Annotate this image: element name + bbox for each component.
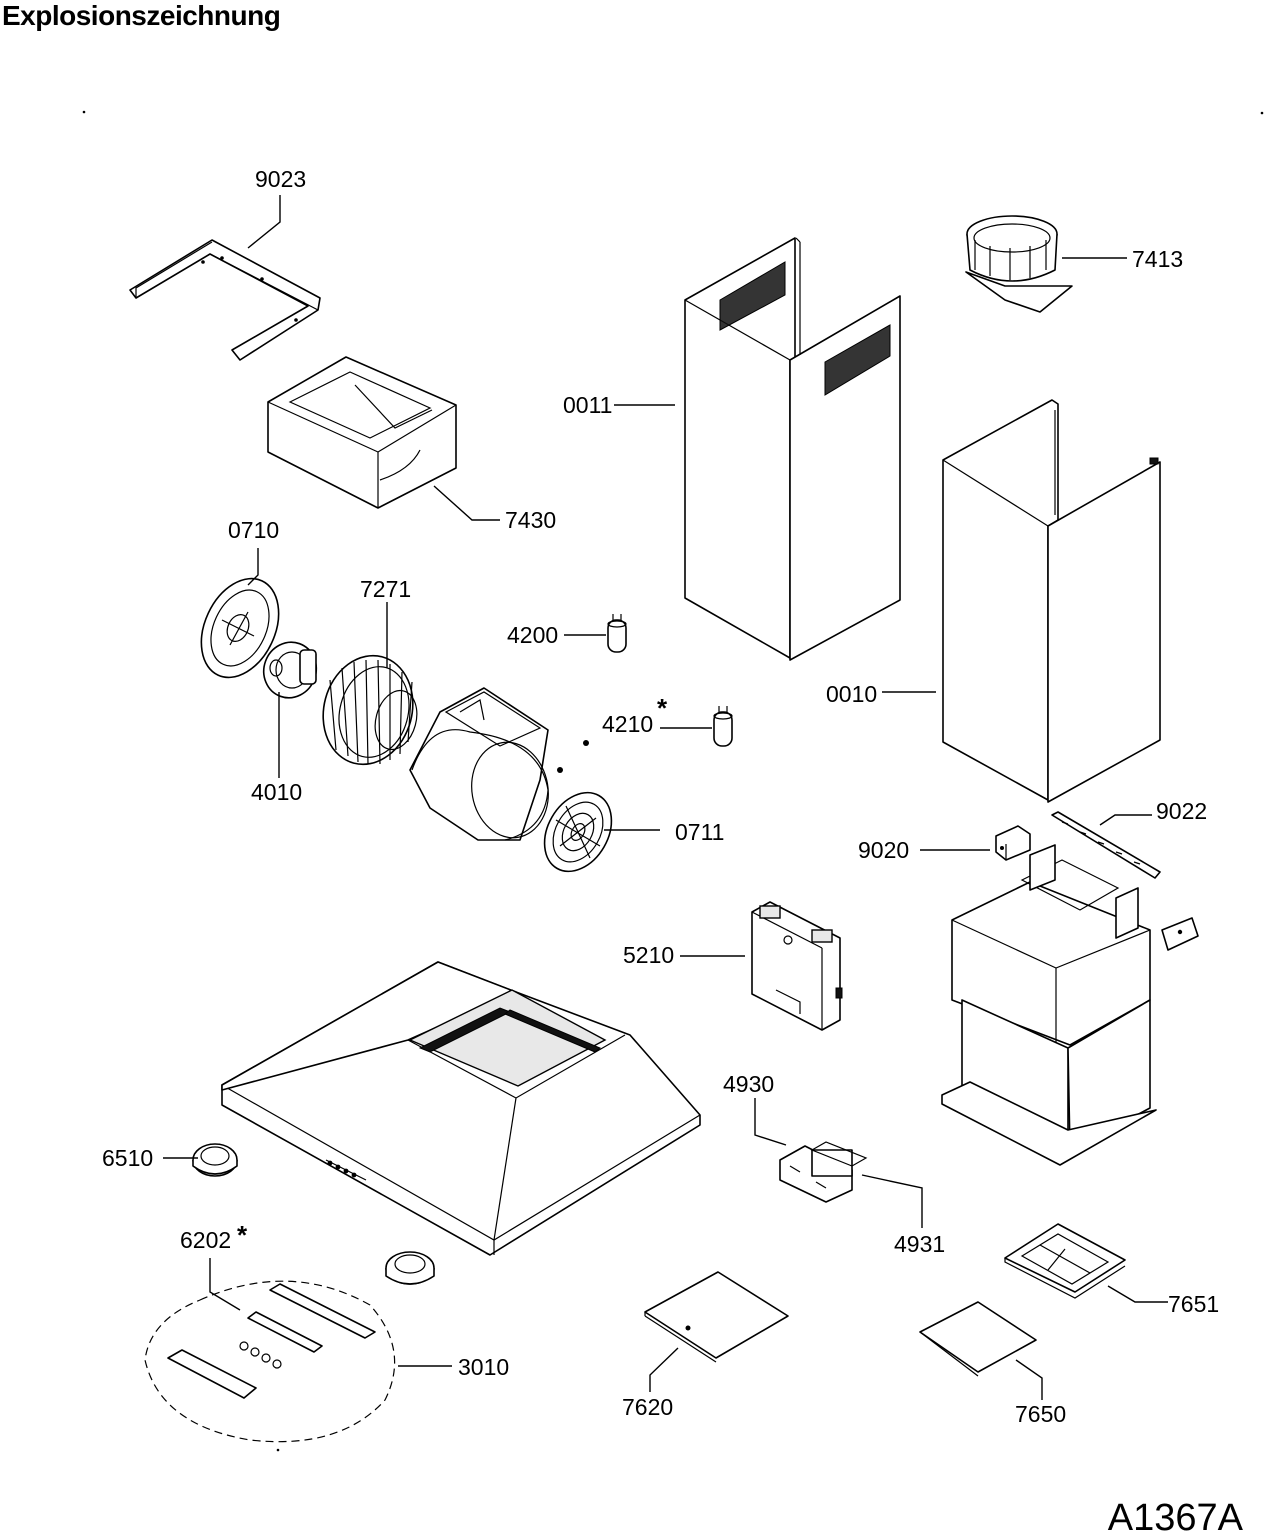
label-9020: 9020 <box>858 837 909 863</box>
label-7650: 7650 <box>1015 1401 1066 1427</box>
drawing-id: A1367A <box>1107 1497 1243 1539</box>
part-hood-body <box>221 961 701 1256</box>
label-7620: 7620 <box>622 1394 673 1420</box>
part-0011-upper-chimney <box>684 237 901 661</box>
part-6510-knob <box>192 1143 238 1177</box>
label-4010: 4010 <box>251 779 302 805</box>
label-9022: 9022 <box>1156 798 1207 824</box>
label-0011: 0011 <box>563 392 612 418</box>
part-9020-clip <box>995 825 1031 861</box>
part-4200-capacitor <box>607 614 627 653</box>
label-7430: 7430 <box>505 507 556 533</box>
label-7413: 7413 <box>1132 246 1183 272</box>
part-0710-motor-plate <box>200 577 280 679</box>
leader-lines <box>163 195 1168 1400</box>
part-knob-2 <box>385 1251 435 1285</box>
page-title: Explosionszeichnung <box>2 0 281 31</box>
label-6510: 6510 <box>102 1145 153 1171</box>
label-3010: 3010 <box>458 1354 509 1380</box>
part-7650-filter <box>919 1301 1037 1377</box>
label-7651: 7651 <box>1168 1291 1219 1317</box>
part-9023-bracket <box>129 239 321 361</box>
part-9022-strip <box>1051 811 1161 879</box>
part-7430-duct-box <box>267 356 457 509</box>
label-6202-asterisk: * <box>237 1220 248 1250</box>
label-4930: 4930 <box>723 1071 774 1097</box>
label-0010: 0010 <box>826 681 877 707</box>
part-5210-control-box <box>751 901 843 1031</box>
part-labels: 9023 7430 0710 7271 4010 4200 4210 * 071… <box>102 166 1219 1427</box>
part-7413-duct-connector <box>965 215 1073 313</box>
part-7651-filter-frame <box>1004 1223 1126 1299</box>
part-4010-motor <box>262 641 318 699</box>
label-5210: 5210 <box>623 942 674 968</box>
part-inner-frame <box>941 844 1199 1166</box>
part-0711-fan-grille <box>543 740 613 873</box>
label-4210-asterisk: * <box>657 693 668 723</box>
label-4931: 4931 <box>894 1231 945 1257</box>
label-0711: 0711 <box>675 819 724 845</box>
stray-dot <box>1260 111 1264 115</box>
part-fan-housing <box>409 687 549 841</box>
part-7620-filter <box>644 1271 789 1363</box>
label-0710: 0710 <box>228 517 279 543</box>
stray-dot <box>276 1448 280 1452</box>
part-3010-control-set <box>144 1280 396 1443</box>
label-7271: 7271 <box>360 576 411 602</box>
label-4200: 4200 <box>507 622 558 648</box>
part-0010-lower-chimney <box>942 399 1161 803</box>
part-4210-capacitor <box>713 706 733 747</box>
stray-dot <box>82 110 86 114</box>
label-9023: 9023 <box>255 166 306 192</box>
part-4930-4931-transformer <box>779 1141 868 1203</box>
part-7271-fan-wheel <box>322 654 418 766</box>
label-6202: 6202 <box>180 1227 231 1253</box>
label-4210: 4210 <box>602 711 653 737</box>
